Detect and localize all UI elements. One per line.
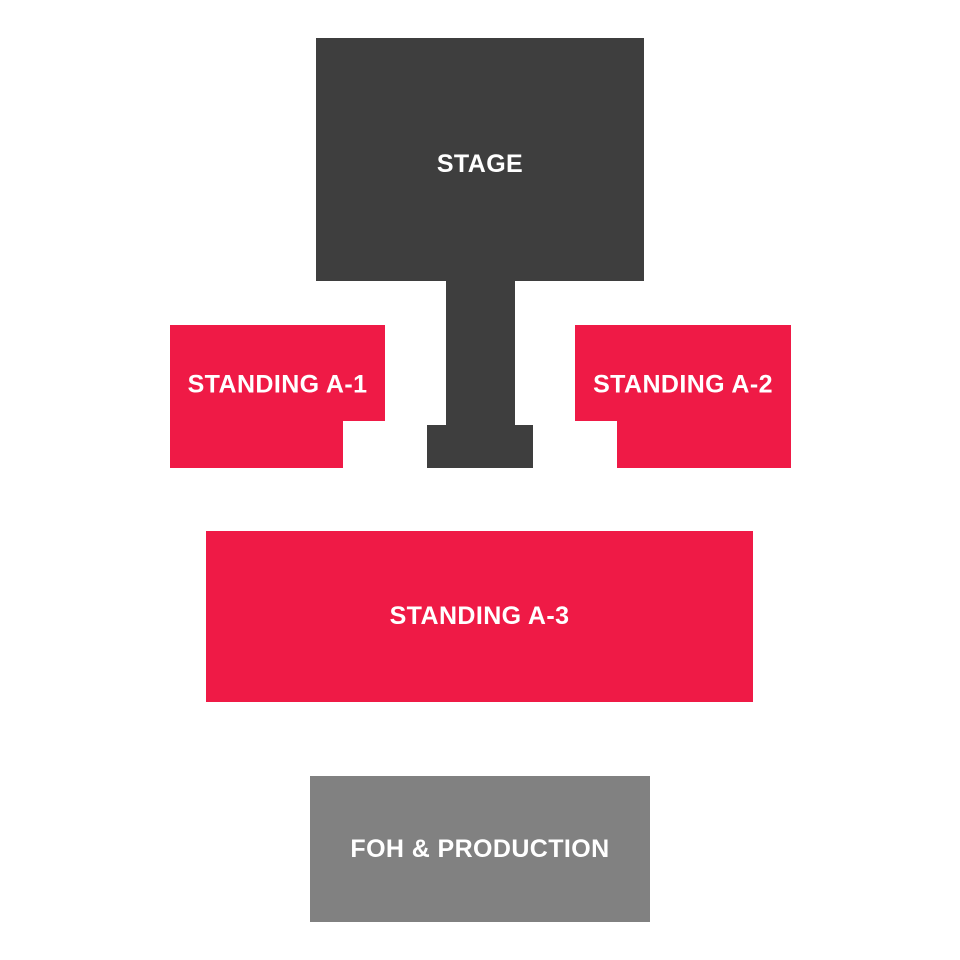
runway-end-platform (427, 425, 533, 468)
stage-block: STAGE (316, 38, 644, 281)
section-standing-a2-front-area[interactable] (617, 421, 791, 468)
section-standing-a1-label: STANDING A-1 (187, 370, 368, 399)
section-standing-a3-label: STANDING A-3 (389, 602, 570, 630)
section-standing-a1-front-area[interactable] (170, 421, 343, 468)
section-standing-a2-main-area[interactable] (575, 325, 791, 421)
section-standing-a1-main-area[interactable] (170, 325, 385, 421)
runway-catwalk (446, 281, 515, 426)
stage-label: STAGE (436, 150, 524, 178)
foh-production-block: FOH & PRODUCTION (310, 776, 650, 922)
section-standing-a1[interactable]: STANDING A-1 (170, 325, 385, 468)
foh-production-label: FOH & PRODUCTION (350, 834, 610, 863)
section-standing-a2[interactable]: STANDING A-2 (575, 325, 791, 468)
section-standing-a2-label: STANDING A-2 (593, 370, 773, 399)
section-standing-a3[interactable]: STANDING A-3 (206, 531, 753, 702)
